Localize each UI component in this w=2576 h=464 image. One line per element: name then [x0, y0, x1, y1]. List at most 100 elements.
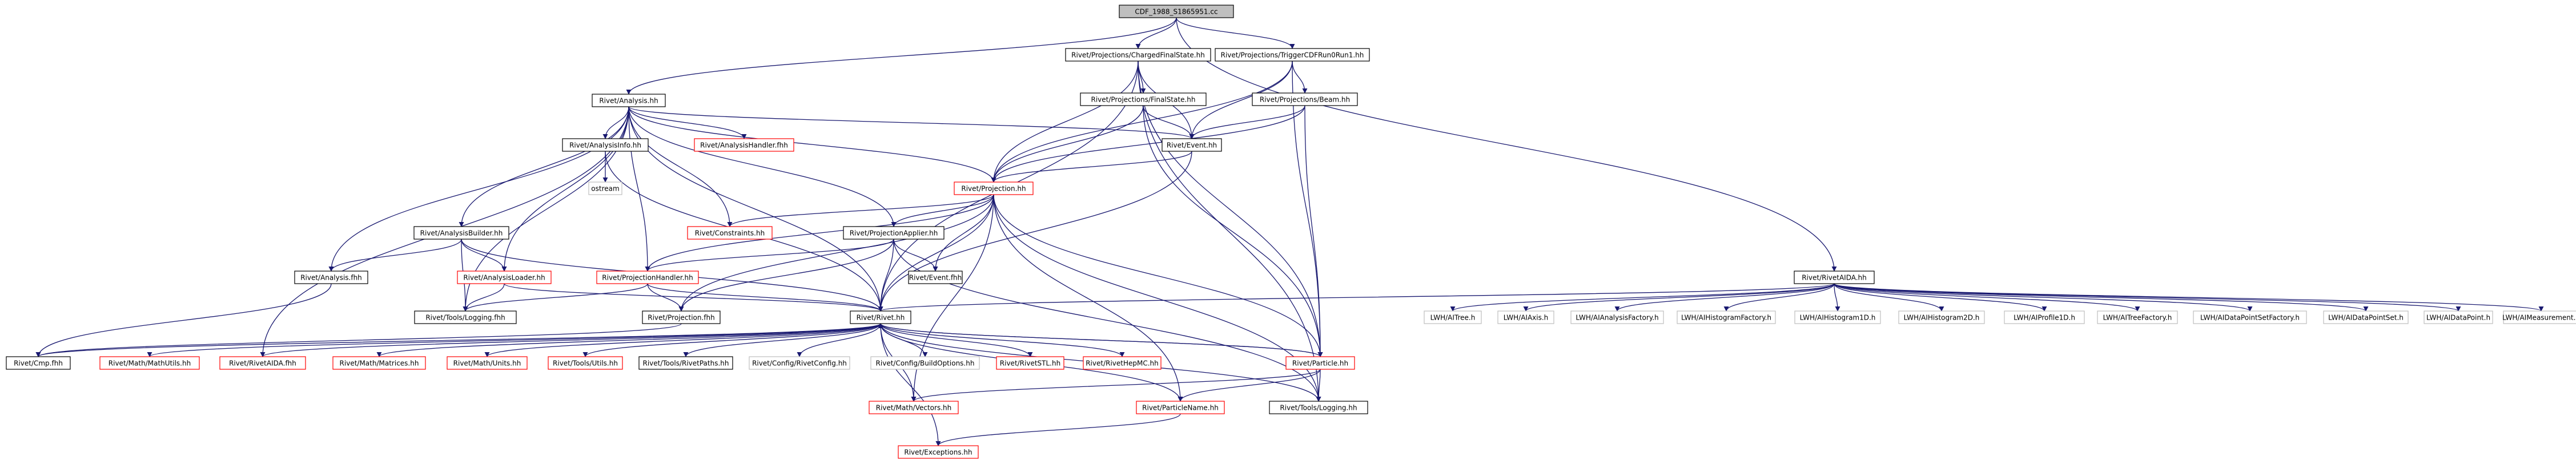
- edge-root-to-aida: [1176, 17, 1837, 272]
- node-mmu[interactable]: Rivet/Math/MathUtils.hh: [99, 356, 200, 370]
- node-root[interactable]: CDF_1988_S1865951.cc: [1119, 5, 1234, 18]
- node-label: Rivet/Tools/RivetPaths.hh: [642, 360, 729, 368]
- edge-aida-to-idps: [1834, 283, 2369, 312]
- node-stl[interactable]: Rivet/RivetSTL.hh: [996, 356, 1064, 370]
- edge-rivet-to-stl: [880, 323, 1033, 357]
- node-ih2[interactable]: LWH/AIHistogram2D.h: [1898, 310, 1985, 324]
- node-tu[interactable]: Rivet/Tools/Utils.hh: [548, 356, 623, 370]
- edge-ana-to-ph: [628, 106, 650, 272]
- edge-trig-to-proj: [991, 60, 1293, 183]
- node-aida[interactable]: Rivet/RivetAIDA.hh: [1794, 271, 1875, 284]
- edge-al-to-rivet: [504, 283, 883, 312]
- node-proj[interactable]: Rivet/Projection.hh: [954, 181, 1034, 195]
- edge-root-to-cfs: [1135, 17, 1177, 49]
- edge-beam-to-evt: [1189, 105, 1305, 139]
- node-box: [687, 226, 773, 240]
- nodes: CDF_1988_S1865951.ccRivet/Projections/Tr…: [6, 5, 2576, 459]
- node-label: Rivet/AnalysisHandler.fhh: [700, 142, 788, 150]
- node-box: [1677, 310, 1776, 324]
- node-evt[interactable]: Rivet/Event.hh: [1162, 138, 1222, 152]
- node-exc[interactable]: Rivet/Exceptions.hh: [898, 445, 979, 459]
- node-fs[interactable]: Rivet/Projections/FinalState.hh: [1080, 92, 1207, 106]
- node-hepmc[interactable]: Rivet/RivetHepMC.hh: [1083, 356, 1162, 370]
- node-evtf[interactable]: Rivet/Event.fhh: [908, 271, 963, 284]
- node-idpsf[interactable]: LWH/AIDataPointSetFactory.h: [2193, 310, 2307, 324]
- node-projf[interactable]: Rivet/Projection.fhh: [642, 310, 721, 324]
- node-aio[interactable]: Rivet/AnalysisInfo.hh: [562, 138, 649, 152]
- edge-cfs-to-proj: [991, 60, 1139, 183]
- node-box: [1119, 5, 1234, 18]
- edge-proj-to-ph: [645, 194, 994, 272]
- edge-aida-to-rivet: [878, 283, 1835, 312]
- node-ih1[interactable]: LWH/AIHistogram1D.h: [1794, 310, 1881, 324]
- node-ana[interactable]: Rivet/Analysis.hh: [592, 94, 666, 107]
- node-label: LWH/AITree.h: [1430, 314, 1476, 322]
- node-ahf[interactable]: Rivet/AnalysisHandler.fhh: [694, 138, 794, 152]
- edge-pa-to-rivet: [878, 239, 894, 312]
- edge-pa-to-ph: [645, 239, 894, 272]
- node-label: LWH/AIDataPointSet.h: [2328, 314, 2404, 322]
- edge-beam-to-proj: [991, 105, 1305, 183]
- node-mm[interactable]: Rivet/Math/Matrices.hh: [332, 356, 426, 370]
- node-mv[interactable]: Rivet/Math/Vectors.hh: [869, 401, 959, 414]
- node-tlf[interactable]: Rivet/Tools/Logging.fhh: [414, 310, 517, 324]
- node-iaf[interactable]: LWH/AIAnalysisFactory.h: [1570, 310, 1664, 324]
- node-pa[interactable]: Rivet/ProjectionApplier.hh: [843, 226, 945, 240]
- node-ph[interactable]: Rivet/ProjectionHandler.hh: [596, 271, 699, 284]
- node-rc[interactable]: Rivet/Config/RivetConfig.hh: [749, 356, 850, 370]
- node-al[interactable]: Rivet/AnalysisLoader.hh: [457, 271, 552, 284]
- node-trp[interactable]: Rivet/Tools/RivetPaths.hh: [638, 356, 733, 370]
- edge-trig-to-beam: [1292, 60, 1308, 94]
- node-cmp[interactable]: Rivet/Cmp.fhh: [6, 356, 71, 370]
- node-raf[interactable]: Rivet/RivetAIDA.fhh: [219, 356, 306, 370]
- node-afhh[interactable]: Rivet/Analysis.fhh: [294, 271, 368, 284]
- node-part[interactable]: Rivet/Particle.hh: [1285, 356, 1355, 370]
- node-box: [2004, 310, 2085, 324]
- node-label: Rivet/RivetAIDA.fhh: [229, 360, 296, 368]
- node-box: [954, 181, 1034, 195]
- node-trig[interactable]: Rivet/Projections/TriggerCDFRun0Run1.hh: [1215, 48, 1370, 62]
- node-mu[interactable]: Rivet/Math/Units.hh: [447, 356, 528, 370]
- edge-rivet-to-cmp: [35, 323, 881, 357]
- node-itf[interactable]: LWH/AITreeFactory.h: [2097, 310, 2178, 324]
- node-label: Rivet/Projections/FinalState.hh: [1091, 96, 1196, 104]
- node-imeas[interactable]: LWH/AIMeasurement.h: [2502, 310, 2576, 324]
- node-box: [1252, 92, 1358, 106]
- node-beam[interactable]: Rivet/Projections/Beam.hh: [1252, 92, 1358, 106]
- edge-cfs-to-part: [1138, 60, 1323, 357]
- node-label: Rivet/Projections/Beam.hh: [1260, 96, 1350, 104]
- edge-ana-to-pa: [628, 106, 897, 227]
- node-box: [294, 271, 368, 284]
- node-ip1[interactable]: LWH/AIProfile1D.h: [2004, 310, 2085, 324]
- edge-part-to-mv: [911, 369, 1321, 402]
- node-rivet[interactable]: Rivet/Rivet.hh: [850, 310, 911, 324]
- node-ostream[interactable]: ostream: [588, 181, 622, 195]
- edge-aida-to-ip1: [1834, 283, 2047, 312]
- edge-aida-to-iaf: [1614, 283, 1835, 312]
- node-box: [592, 94, 666, 107]
- edge-rivet-to-tu: [582, 323, 881, 357]
- node-label: Rivet/RivetSTL.hh: [1000, 360, 1060, 368]
- node-itree[interactable]: LWH/AITree.h: [1424, 310, 1482, 324]
- node-box: [457, 271, 552, 284]
- node-label: Rivet/Config/RivetConfig.hh: [752, 360, 847, 368]
- node-idps[interactable]: LWH/AIDataPointSet.h: [2323, 310, 2409, 324]
- edge-part-to-pn: [1178, 369, 1321, 402]
- node-box: [1794, 310, 1881, 324]
- node-cons[interactable]: Rivet/Constraints.hh: [687, 226, 773, 240]
- edge-pa-to-projf: [678, 239, 894, 312]
- node-ihf[interactable]: LWH/AIHistogramFactory.h: [1677, 310, 1776, 324]
- node-idp[interactable]: LWH/AIDataPoint.h: [2424, 310, 2493, 324]
- edge-fs-to-part: [1143, 105, 1323, 357]
- node-tl[interactable]: Rivet/Tools/Logging.hh: [1269, 401, 1368, 414]
- node-cfs[interactable]: Rivet/Projections/ChargedFinalState.hh: [1065, 48, 1211, 62]
- node-bo[interactable]: Rivet/Config/BuildOptions.hh: [870, 356, 980, 370]
- node-iaxis[interactable]: LWH/AIAxis.h: [1497, 310, 1554, 324]
- node-label: Rivet/Projections/TriggerCDFRun0Run1.hh: [1221, 51, 1364, 59]
- node-ab[interactable]: Rivet/AnalysisBuilder.hh: [413, 226, 509, 240]
- node-label: Rivet/ProjectionHandler.hh: [602, 274, 693, 282]
- node-pn[interactable]: Rivet/ParticleName.hh: [1136, 401, 1225, 414]
- node-label: Rivet/Constraints.hh: [695, 229, 765, 237]
- node-label: LWH/AITreeFactory.h: [2103, 314, 2172, 322]
